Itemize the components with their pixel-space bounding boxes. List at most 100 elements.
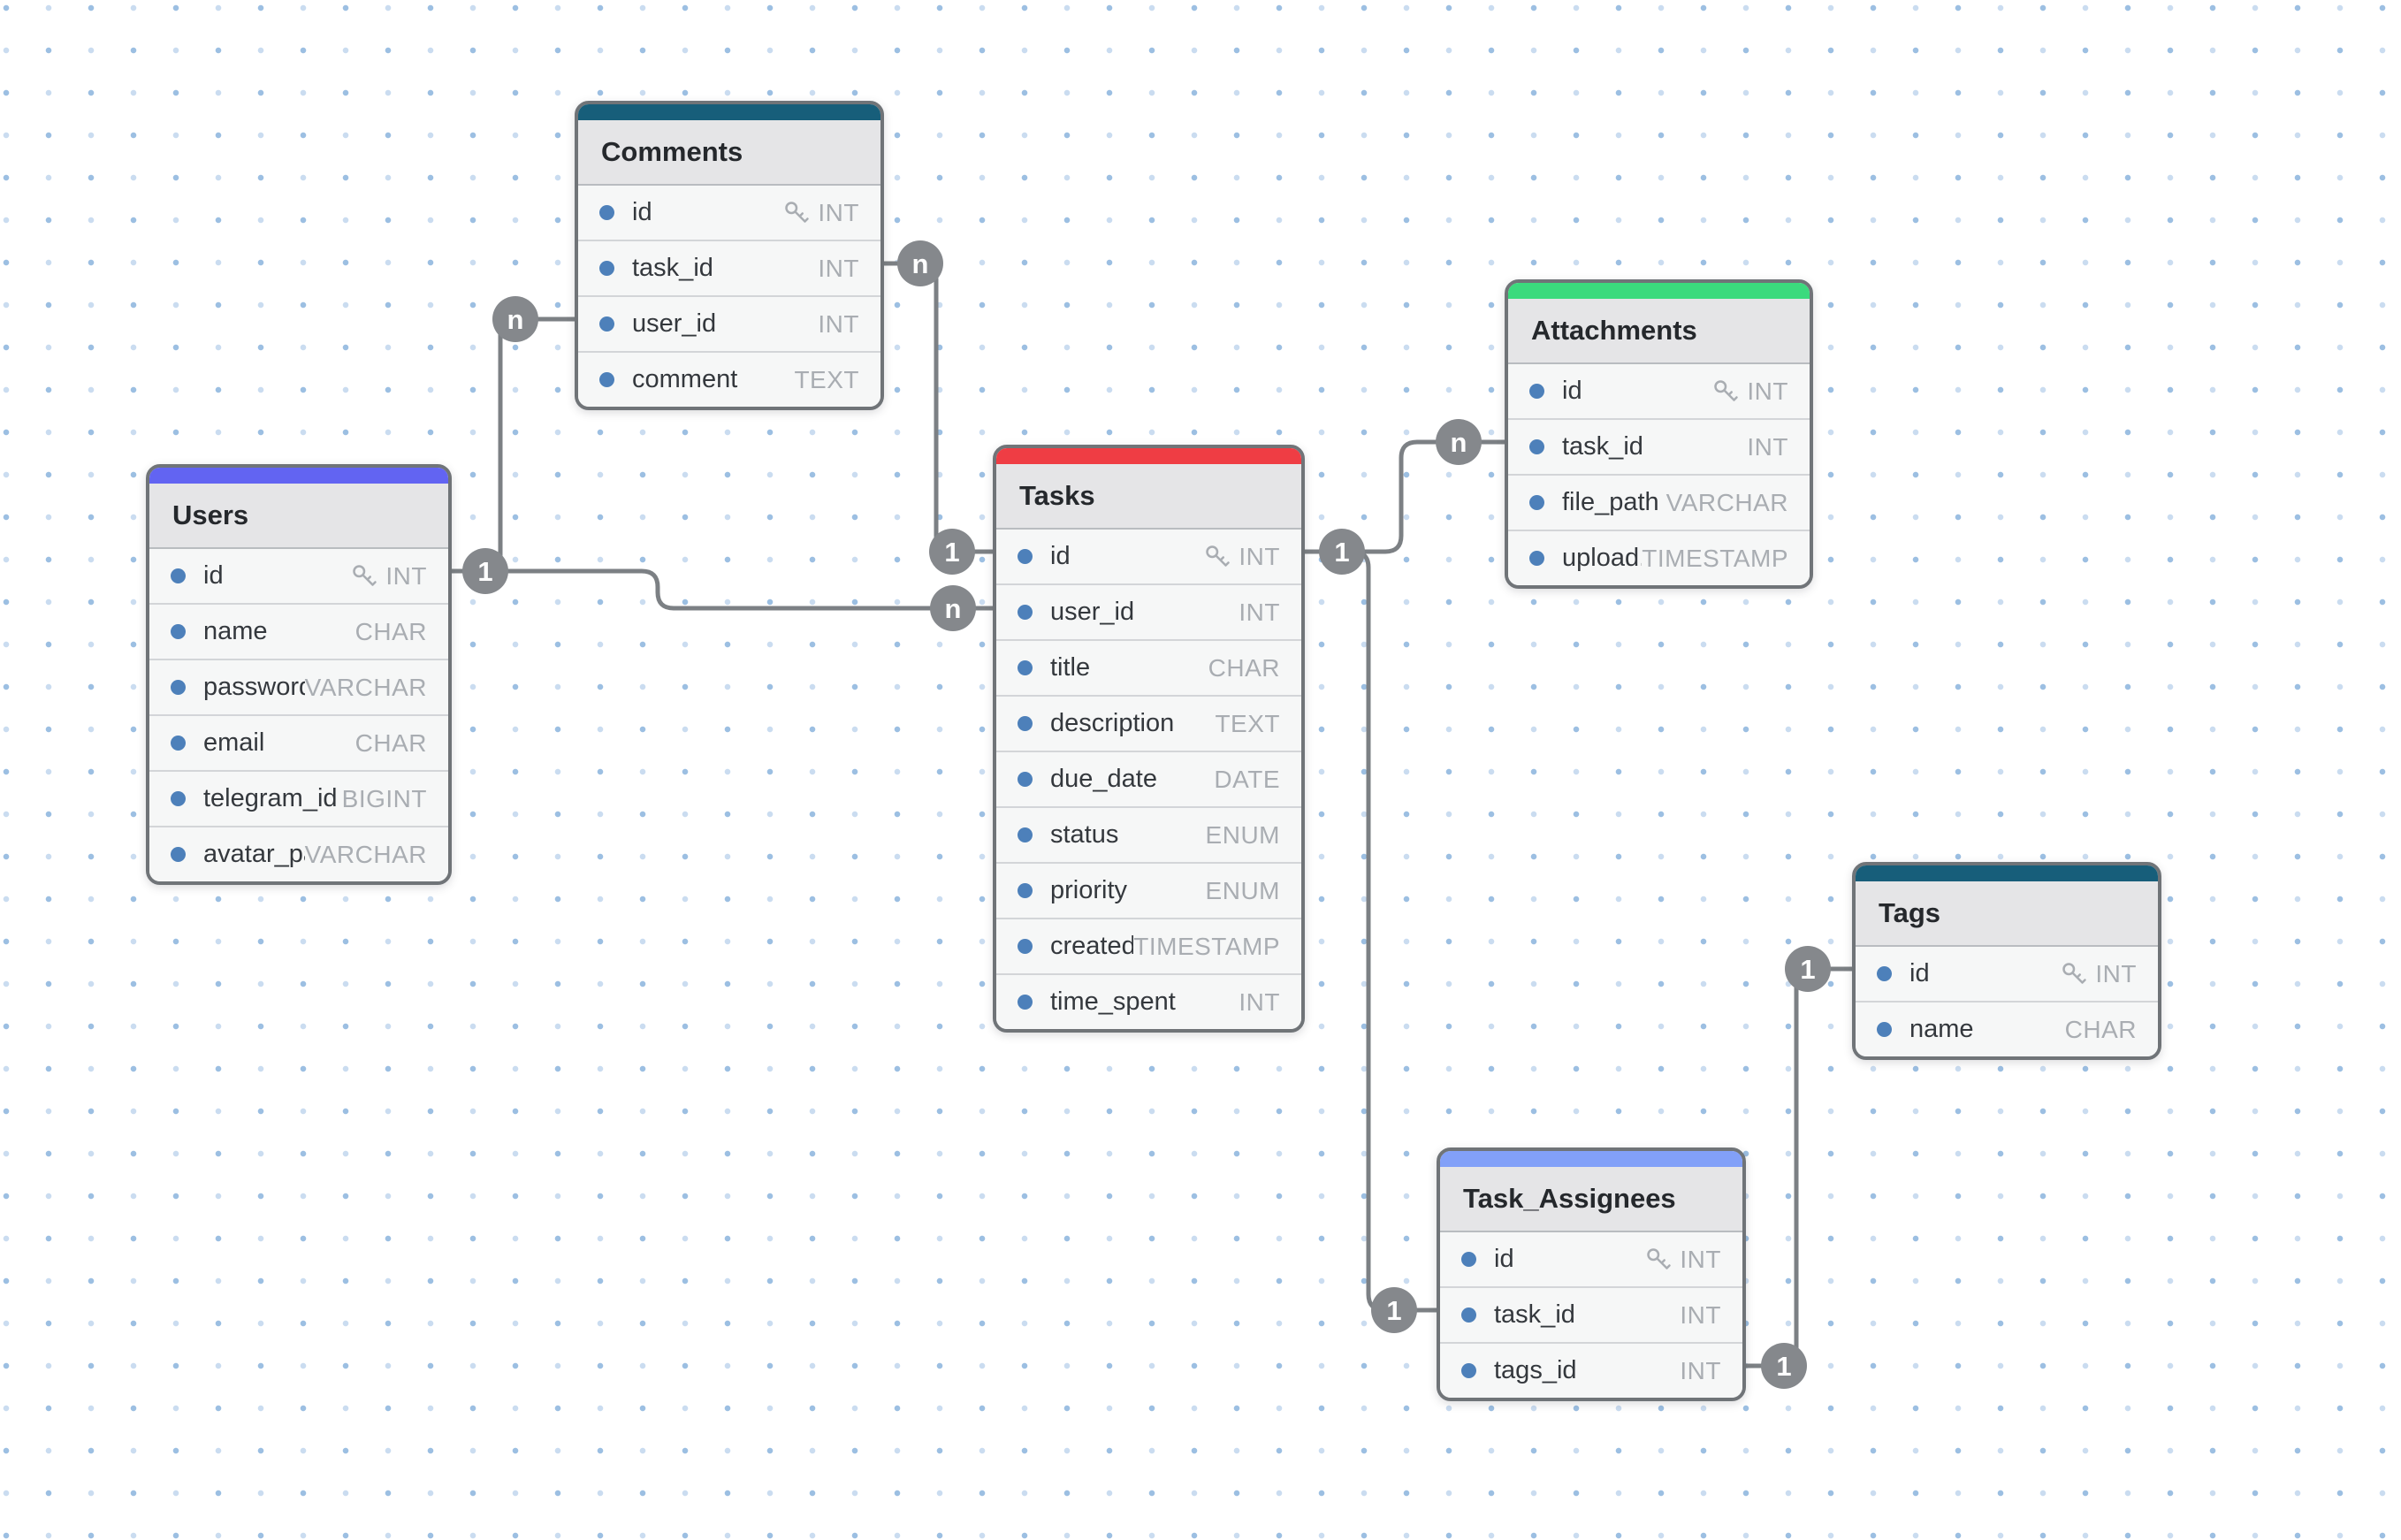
field-type-label: BIGINT — [341, 784, 427, 812]
field-type-label: INT — [818, 254, 859, 282]
field-type: VARCHAR — [305, 841, 427, 869]
field-name: comment — [632, 365, 738, 393]
field-type-label: INT — [818, 198, 859, 226]
field-type: INT — [1680, 1357, 1721, 1385]
table-card-tasks[interactable]: Tasks id INT user_id INT title CHAR desc… — [993, 445, 1305, 1033]
field-type-label: CHAR — [354, 617, 427, 645]
table-accent-strip — [1440, 1151, 1742, 1167]
table-header[interactable]: Tags — [1856, 881, 2158, 945]
field-type: VARCHAR — [1666, 489, 1788, 517]
field-type-label: CHAR — [2064, 1015, 2137, 1043]
relationship-edge-users_id-tasks_user_id[interactable] — [442, 568, 995, 611]
field-dot-icon — [1529, 495, 1544, 510]
table-header[interactable]: Users — [149, 484, 448, 547]
relationship-edge-tasks_id-task_assignees_task_id[interactable] — [1339, 549, 1439, 1313]
field-row[interactable]: user_id INT — [578, 295, 880, 351]
field-row[interactable]: id INT — [1508, 362, 1810, 418]
field-name: task_id — [632, 254, 713, 282]
field-row[interactable]: title CHAR — [996, 639, 1301, 695]
field-row[interactable]: task_id INT — [1440, 1286, 1742, 1342]
field-row[interactable]: task_id INT — [1508, 418, 1810, 474]
table-card-comments[interactable]: Comments id INT task_id INT user_id INT … — [575, 101, 884, 410]
table-card-users[interactable]: Users id INT name CHAR password VARCHAR … — [146, 464, 452, 885]
table-header[interactable]: Comments — [578, 120, 880, 184]
field-type: CHAR — [1208, 654, 1280, 682]
field-type-label: TIMESTAMP — [1642, 544, 1788, 572]
field-row[interactable]: id INT — [149, 547, 448, 603]
field-dot-icon — [171, 624, 186, 639]
cardinality-badge-1: 1 — [1761, 1343, 1807, 1389]
relationship-edge-tasks_id-comments_task_id[interactable] — [874, 261, 995, 554]
field-dot-icon — [599, 205, 614, 220]
field-type-label: INT — [1239, 987, 1280, 1016]
field-name: file_path — [1562, 488, 1659, 516]
relationship-edge-users_id-comments_user_id[interactable] — [442, 316, 577, 574]
field-row[interactable]: due_date DATE — [996, 751, 1301, 806]
field-row[interactable]: description TEXT — [996, 695, 1301, 751]
primary-key-icon — [1647, 1247, 1672, 1269]
field-row[interactable]: file_path VARCHAR — [1508, 474, 1810, 530]
field-type-label: INT — [385, 561, 427, 590]
field-row[interactable]: task_id INT — [578, 240, 880, 295]
field-type: INT — [2061, 960, 2137, 988]
field-row[interactable]: id INT — [996, 528, 1301, 583]
table-rows: id INT task_id INT tags_id INT — [1440, 1231, 1742, 1398]
field-name: created... — [1050, 932, 1134, 960]
table-card-task_assignees[interactable]: Task_Assignees id INT task_id INT tags_i… — [1437, 1147, 1746, 1401]
field-row[interactable]: avatar_pa... VARCHAR — [149, 826, 448, 881]
field-type: INT — [1239, 988, 1280, 1017]
field-row[interactable]: id INT — [578, 184, 880, 240]
field-type: VARCHAR — [305, 674, 427, 702]
field-row[interactable]: time_spent INT — [996, 973, 1301, 1029]
cardinality-badge-n: n — [1436, 419, 1482, 465]
field-type-label: INT — [1680, 1300, 1721, 1329]
field-dot-icon — [171, 680, 186, 695]
field-row[interactable]: comment TEXT — [578, 351, 880, 407]
field-dot-icon — [599, 316, 614, 332]
table-accent-strip — [578, 104, 880, 120]
table-card-attachments[interactable]: Attachments id INT task_id INT file_path… — [1505, 279, 1813, 589]
field-type-label: INT — [1747, 432, 1788, 461]
table-rows: id INT user_id INT title CHAR descriptio… — [996, 528, 1301, 1029]
table-rows: id INT task_id INT user_id INT comment T… — [578, 184, 880, 407]
field-row[interactable]: priority ENUM — [996, 862, 1301, 918]
field-row[interactable]: id INT — [1856, 945, 2158, 1001]
table-header[interactable]: Tasks — [996, 464, 1301, 528]
field-row[interactable]: name CHAR — [1856, 1001, 2158, 1056]
field-name: upload... — [1562, 544, 1642, 572]
cardinality-badge-n: n — [492, 296, 538, 342]
field-name: status — [1050, 820, 1119, 849]
field-row[interactable]: name CHAR — [149, 603, 448, 659]
table-title: Attachments — [1531, 315, 1697, 346]
table-header[interactable]: Task_Assignees — [1440, 1167, 1742, 1231]
relationship-edge-tags_id-task_assignees_tags_id[interactable] — [1736, 966, 1855, 1368]
field-type: TEXT — [1215, 710, 1280, 738]
field-name: description — [1050, 709, 1175, 737]
cardinality-badge-n: n — [897, 240, 943, 286]
field-row[interactable]: email CHAR — [149, 714, 448, 770]
field-name: password — [203, 673, 305, 701]
field-name: name — [203, 617, 268, 645]
field-row[interactable]: telegram_id BIGINT — [149, 770, 448, 826]
table-card-tags[interactable]: Tags id INT name CHAR — [1852, 862, 2161, 1060]
table-rows: id INT task_id INT file_path VARCHAR upl… — [1508, 362, 1810, 585]
field-type: INT — [783, 199, 859, 227]
field-name: task_id — [1494, 1300, 1575, 1329]
field-type-label: DATE — [1214, 765, 1280, 793]
table-header[interactable]: Attachments — [1508, 299, 1810, 362]
field-row[interactable]: created... TIMESTAMP — [996, 918, 1301, 973]
field-dot-icon — [1018, 549, 1033, 564]
field-row[interactable]: upload... TIMESTAMP — [1508, 530, 1810, 585]
field-type-label: INT — [1680, 1356, 1721, 1384]
relationship-edge-tasks_id-attachments_task_id[interactable] — [1295, 439, 1507, 554]
field-row[interactable]: password VARCHAR — [149, 659, 448, 714]
field-row[interactable]: user_id INT — [996, 583, 1301, 639]
field-row[interactable]: id INT — [1440, 1231, 1742, 1286]
cardinality-badge-1: 1 — [929, 529, 975, 575]
cardinality-badge-1: 1 — [462, 548, 508, 594]
field-type-label: CHAR — [354, 728, 427, 757]
field-row[interactable]: status ENUM — [996, 806, 1301, 862]
field-dot-icon — [1461, 1363, 1476, 1378]
field-row[interactable]: tags_id INT — [1440, 1342, 1742, 1398]
